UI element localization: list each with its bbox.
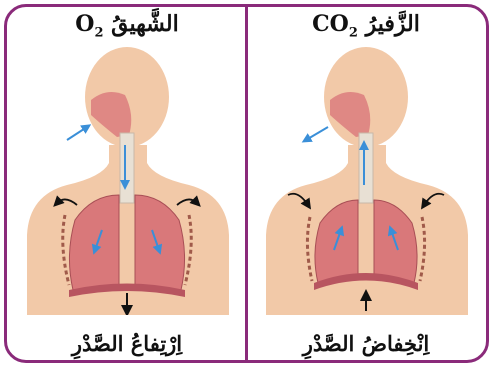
trachea bbox=[359, 133, 373, 203]
inhalation-title: الشَّهيقُ O2 bbox=[7, 11, 247, 40]
exhalation-panel: الزَّفيرُ CO2 bbox=[246, 7, 486, 360]
figure-frame: الشَّهيقُ O2 bbox=[4, 4, 489, 363]
exhalation-illustration bbox=[246, 45, 486, 315]
exhalation-title: الزَّفيرُ CO2 bbox=[246, 11, 486, 40]
trachea bbox=[120, 133, 134, 203]
exhalation-title-word: الزَّفيرُ bbox=[366, 11, 420, 37]
airflow-arrow-in bbox=[67, 127, 87, 140]
carbon-dioxide-formula: CO2 bbox=[312, 11, 358, 37]
exhalation-caption: اِنْخِفاضُ الصَّدْرِ bbox=[246, 331, 486, 356]
airflow-arrow-out bbox=[306, 127, 328, 140]
inhalation-caption: اِرْتِفاعُ الصَّدْرِ bbox=[7, 331, 247, 356]
inhalation-title-word: الشَّهيقُ bbox=[111, 11, 179, 37]
inhalation-panel: الشَّهيقُ O2 bbox=[7, 7, 247, 360]
inhalation-illustration bbox=[7, 45, 247, 315]
oxygen-formula: O2 bbox=[75, 11, 103, 37]
